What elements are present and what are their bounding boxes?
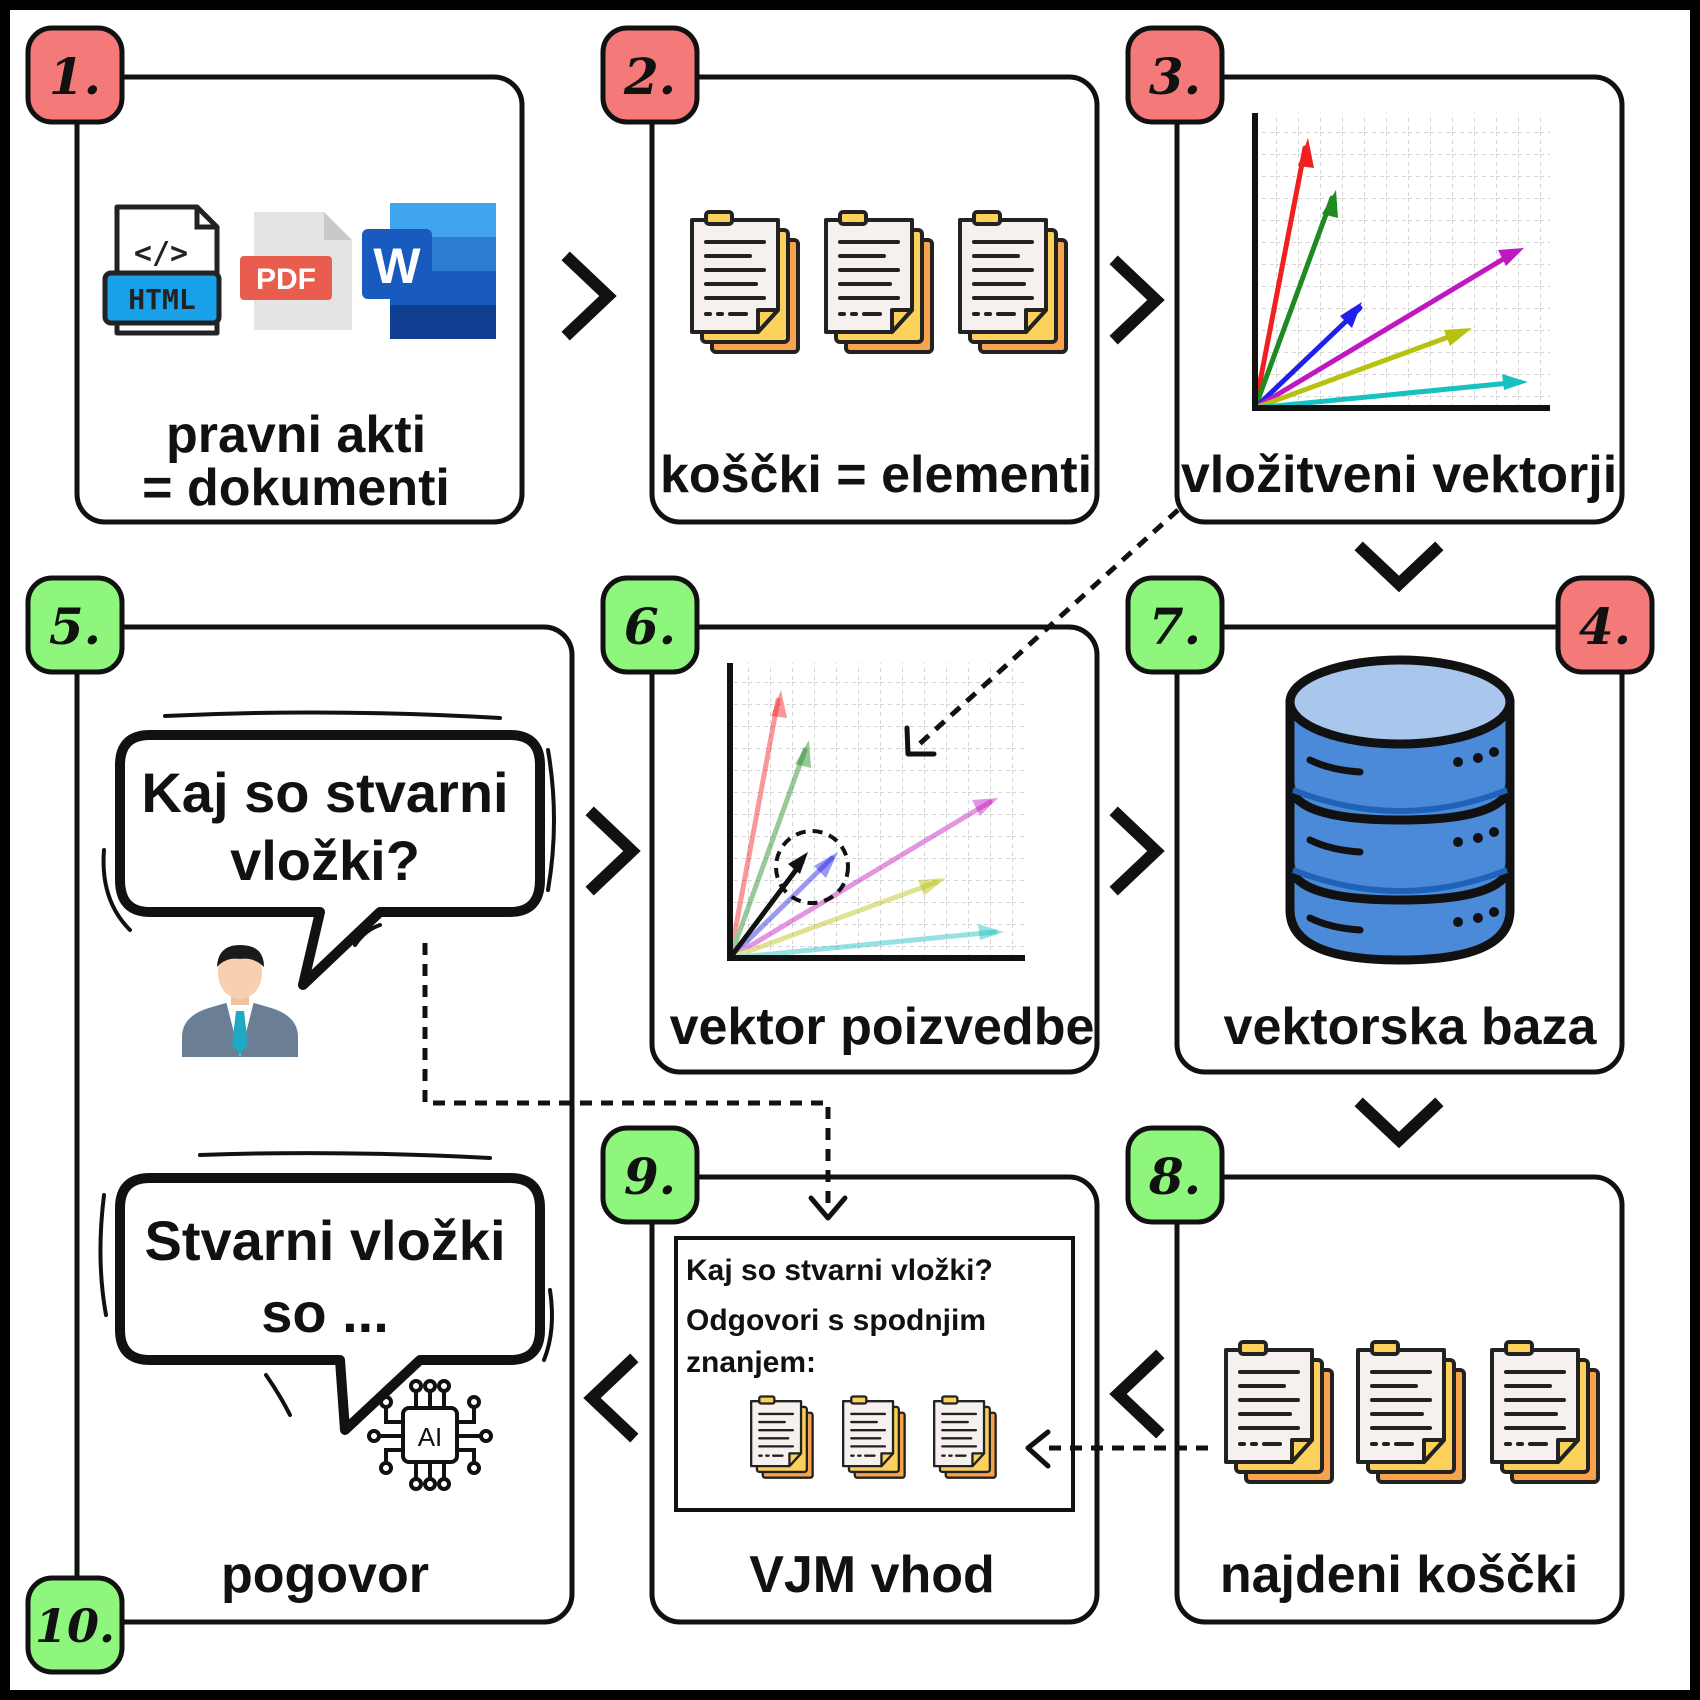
pdf-file-icon: PDF — [240, 212, 352, 330]
badge-step-7: 7. — [1125, 575, 1225, 675]
document-stack-icon — [1490, 1340, 1600, 1484]
speech-bubble-icon — [98, 1151, 554, 1435]
step-8-label: najdeni koščki — [1220, 1546, 1578, 1604]
question-line1: Kaj so stvarni — [141, 761, 508, 824]
panel-step-2: koščki = elementi — [649, 74, 1100, 525]
badge-6-text: 6. — [624, 597, 676, 656]
document-stack-icon — [958, 210, 1068, 354]
badge-step-9: 9. — [600, 1125, 700, 1225]
step-2-label: koščki = elementi — [660, 446, 1092, 504]
document-stack-icon — [1356, 1340, 1466, 1484]
step-9-label: VJM vhod — [749, 1546, 995, 1604]
ai-chip-icon: AI — [367, 1379, 493, 1491]
prompt-box — [674, 1236, 1075, 1512]
prompt-line1: Kaj so stvarni vložki? — [686, 1254, 993, 1287]
badge-step-6: 6. — [600, 575, 700, 675]
step-3-label: vložitveni vektorji — [1181, 446, 1617, 504]
database-icon — [1285, 655, 1515, 965]
dotted-connectors — [422, 508, 1208, 1451]
ai-chip-label: AI — [418, 1422, 443, 1452]
badge-9-text: 9. — [624, 1147, 676, 1206]
document-stack-icon — [841, 1395, 906, 1479]
document-stack-icon — [932, 1395, 997, 1479]
question-line2: vložki? — [230, 829, 420, 892]
panel-step-8: najdeni koščki — [1174, 1174, 1625, 1625]
panel-step-7-4: vektorska baza — [1174, 624, 1625, 1075]
panel-step-1: </> HTML PDF W pravni akti = dokumenti — [74, 74, 525, 525]
badge-3-text: 3. — [1149, 47, 1201, 106]
step-6-label: vektor poizvedbe — [670, 998, 1095, 1056]
step-7-label: vektorska baza — [1224, 998, 1598, 1056]
connector-question-to-prompt — [422, 943, 831, 1208]
speech-bubble-icon — [101, 710, 556, 990]
document-stack-icon — [824, 210, 934, 354]
badge-step-8: 8. — [1125, 1125, 1225, 1225]
vector-chart-icon — [1252, 113, 1550, 411]
badge-5-text: 5. — [49, 597, 101, 656]
panel-step-5-10: Kaj so stvarni vložki? Stvarni vložki so… — [74, 624, 575, 1625]
prompt-line3: znanjem: — [686, 1346, 816, 1379]
word-letter: W — [373, 238, 421, 294]
document-stack-icon — [749, 1395, 814, 1479]
word-file-icon: W — [362, 203, 496, 339]
badge-step-3: 3. — [1125, 25, 1225, 125]
panel-step-3: vložitveni vektorji — [1174, 74, 1625, 525]
connector-arrowheads — [808, 725, 1051, 1469]
badge-7-text: 7. — [1149, 597, 1201, 656]
html-label: HTML — [128, 283, 195, 316]
badge-step-2: 2. — [600, 25, 700, 125]
document-stack-icon — [690, 210, 800, 354]
step-1-label-line2: = dokumenti — [142, 459, 450, 517]
badge-1-text: 1. — [49, 47, 101, 106]
step-10-label: pogovor — [221, 1546, 429, 1604]
step-1-label-line1: pravni akti — [166, 406, 426, 464]
panel-step-6: vektor poizvedbe — [649, 624, 1100, 1075]
badge-8-text: 8. — [1148, 1147, 1201, 1206]
badge-step-5: 5. — [25, 575, 125, 675]
connector-3-to-6 — [913, 508, 1180, 750]
answer-line2: so ... — [261, 1281, 389, 1344]
badge-step-4: 4. — [1555, 575, 1655, 675]
person-icon — [182, 945, 298, 1057]
svg-text:</>: </> — [134, 236, 188, 271]
document-stack-icon — [1224, 1340, 1334, 1484]
badge-step-1: 1. — [25, 25, 125, 125]
html-file-icon: </> HTML — [102, 204, 222, 336]
badge-2-text: 2. — [623, 47, 676, 106]
prompt-line2: Odgovori s spodnjim — [686, 1304, 986, 1337]
panel-step-9: Kaj so stvarni vložki? Odgovori s spodnj… — [649, 1174, 1100, 1625]
badge-10-text: 10. — [35, 1599, 115, 1653]
badge-4-text: 4. — [1579, 597, 1631, 656]
answer-line1: Stvarni vložki — [144, 1209, 505, 1272]
vector-chart-icon — [727, 663, 1025, 961]
pdf-label: PDF — [256, 263, 316, 296]
badge-step-10: 10. — [25, 1575, 125, 1675]
